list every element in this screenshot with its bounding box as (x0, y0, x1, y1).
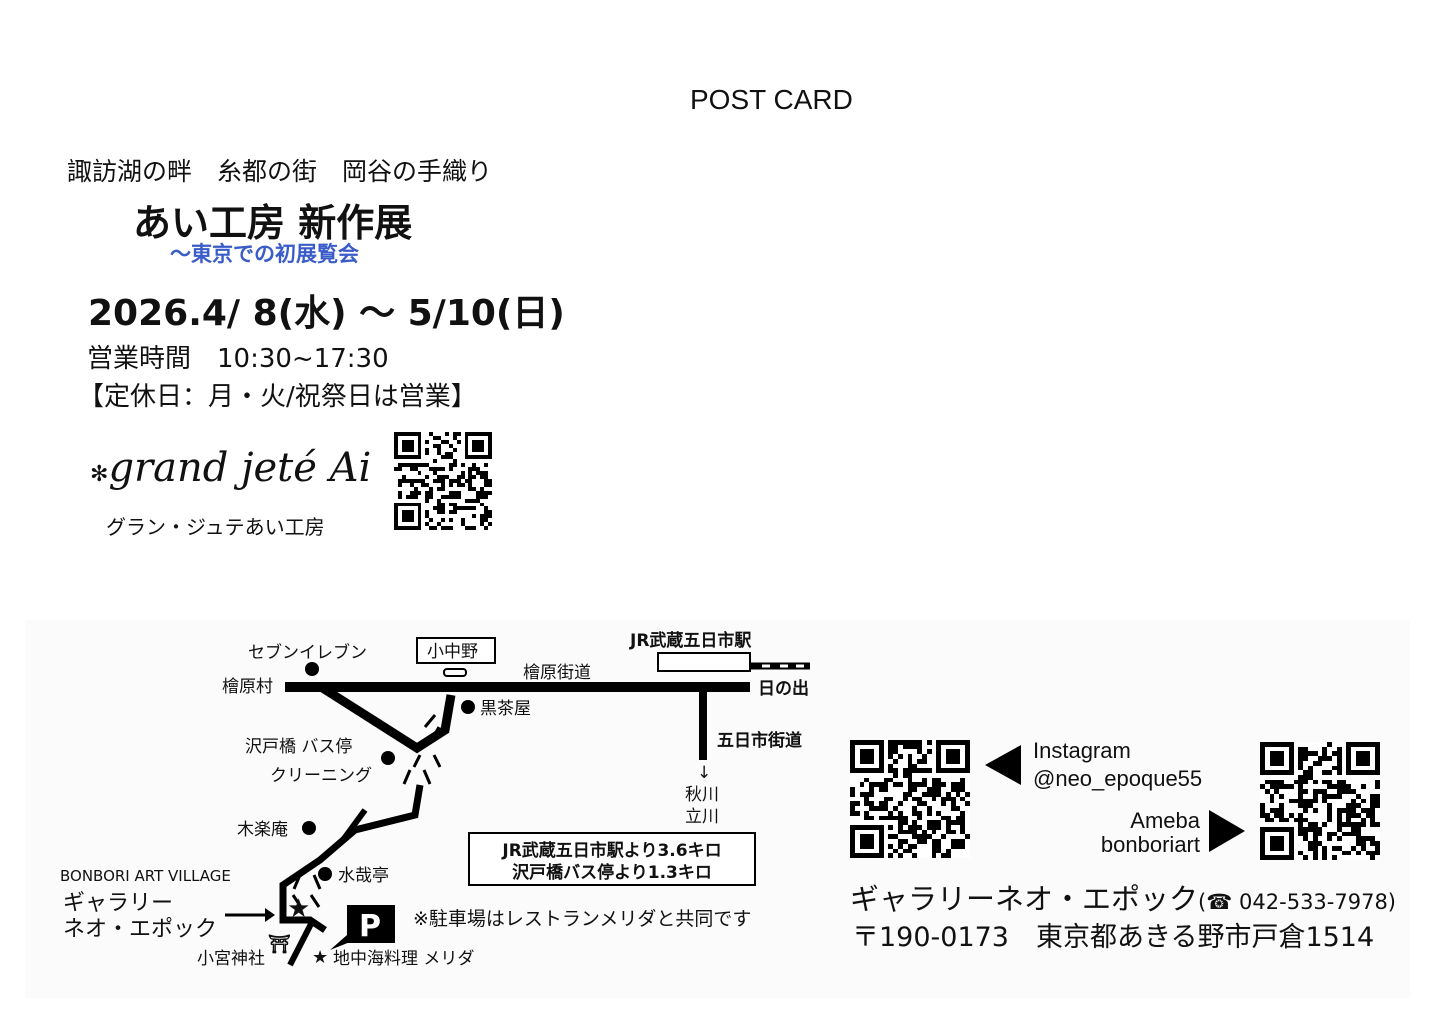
label-konakano: 小中野 (427, 642, 478, 662)
arrow-right-icon (1209, 810, 1245, 852)
website-qr-code[interactable] (394, 432, 492, 530)
arrow-left-icon (985, 745, 1021, 785)
gallery-address: 〒190-0173 東京都あきる野市戸倉1514 (852, 922, 1375, 953)
tagline: 〜東京での初展覧会 (170, 242, 359, 266)
shrine-icon: ⛩ (268, 933, 291, 955)
distance-from-station: JR武蔵五日市駅より3.6キロ (501, 840, 721, 861)
postcard-header: POST CARD (690, 84, 853, 115)
instagram-handle[interactable]: @neo_epoque55 (1033, 766, 1203, 791)
gallery-star-icon: ★ (287, 894, 310, 924)
instagram-label: Instagram (1033, 738, 1131, 763)
subtitle: 諏訪湖の畔 糸都の街 岡谷の手織り (67, 157, 493, 186)
label-komiya-shrine: 小宮神社 (197, 949, 265, 969)
label-suisaitei: 水哉亭 (338, 866, 389, 886)
exhibition-title: あい工房 新作展 (133, 201, 413, 245)
label-gallery-line2: ネオ・エポック (63, 917, 217, 942)
label-tachikawa: 立川 (685, 807, 719, 827)
gallery-contact: ギャラリーネオ・エポック(☎ 042-533-7978) (850, 882, 1396, 916)
label-hinohara-village: 檜原村 (222, 676, 273, 697)
label-itsukaichi-road: 五日市街道 (717, 730, 802, 751)
instagram-qr-code[interactable] (850, 740, 970, 858)
label-jr-station: JR武蔵五日市駅 (629, 630, 752, 651)
sparkle-icon: ✻ (90, 462, 109, 487)
parking-icon: P (359, 909, 381, 944)
closed-days: 【定休日：月・火/祝祭日は営業】 (78, 382, 477, 412)
parking-note: ※駐車場はレストランメリダと共同です (413, 908, 751, 930)
label-bonbori-art-village: BONBORI ART VILLAGE (60, 867, 231, 885)
ameba-handle[interactable]: bonboriart (1100, 832, 1200, 857)
arrow-down-icon: ↓ (697, 763, 711, 783)
label-seven-eleven: セブンイレブン (248, 642, 367, 663)
label-cleaning: クリーニング (270, 766, 372, 786)
logo-kana: グラン・ジュテあい工房 (106, 515, 325, 539)
label-hinode: 日の出 (758, 678, 809, 699)
exhibition-dates: 2026.4/ 8(水) 〜 5/10(日) (88, 293, 565, 334)
phone-number: (☎ 042-533-7978) (1198, 890, 1396, 914)
distance-from-bus-stop: 沢戸橋バス停より1.3キロ (512, 862, 712, 883)
ameba-label: Ameba (1130, 808, 1200, 833)
label-mokurakuan: 木楽庵 (237, 820, 288, 840)
label-restaurant-merida: 地中海料理 メリダ (333, 949, 474, 969)
access-map: ★ ⛩ ★ P セブンイレブン 小中野 JR武蔵五日市駅 檜原村 檜原街道 日の… (25, 620, 1410, 998)
label-akigawa: 秋川 (685, 785, 719, 805)
logo-grand-jete-ai: ✻grand jeté Ai (90, 445, 372, 491)
business-hours: 営業時間 10:30~17:30 (87, 344, 389, 374)
map-markers (265, 662, 475, 950)
ameba-qr-code[interactable] (1260, 742, 1380, 860)
label-kurochaya: 黒茶屋 (480, 699, 531, 719)
label-sawatobashi-bus-stop: 沢戸橋 バス停 (245, 737, 352, 757)
restaurant-star-icon: ★ (312, 947, 328, 968)
label-gallery-line1: ギャラリー (63, 891, 173, 916)
label-hinohara-road: 檜原街道 (523, 662, 591, 683)
